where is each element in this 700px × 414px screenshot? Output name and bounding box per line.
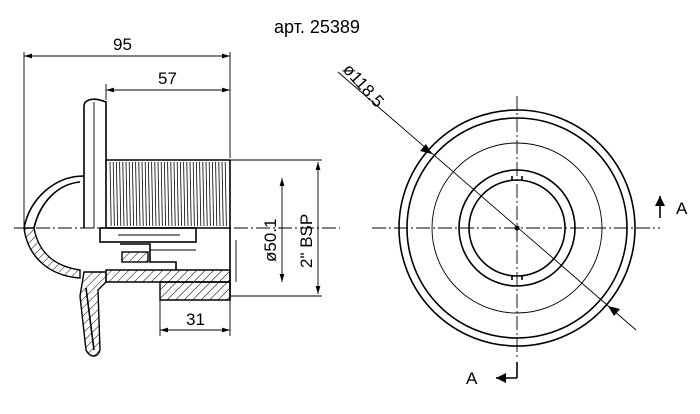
nut-section [159,281,231,301]
body-lower-section [105,269,231,283]
thread-line [170,161,173,227]
thread-line [119,161,122,227]
thread-line [173,161,176,227]
thread-line [138,161,141,227]
inner-clip [120,243,177,270]
thread-line [144,161,147,227]
thread-line [128,161,131,227]
clip-section [121,251,149,263]
thread-lines [109,161,227,227]
thread-line [164,161,166,227]
section-bottom-arrow [496,373,506,383]
dome-cap-section [23,227,81,279]
section-right-arrow [655,196,665,206]
thread-line [122,161,125,227]
dim-95-label: 95 [113,35,132,54]
face-rim-circle [406,117,628,339]
thread-line [125,161,128,227]
dim-face-label: ø118.5 [339,60,388,111]
outer-face-circle [398,109,636,347]
bore-notches [511,176,523,280]
thread-line [154,161,157,227]
thread-line [167,161,170,227]
dim-57-label: 57 [158,69,177,88]
flange-upper [83,98,107,228]
thread-line [160,161,163,227]
dim-face-arrow-upper [420,144,432,154]
bore-outer-circle [458,169,576,287]
face-step-circle [431,142,603,314]
section-marker-right: A [655,196,688,218]
thread-line [116,161,118,227]
thread-line [212,161,214,227]
thread-line [186,161,189,227]
bore-inner-circle [468,179,566,277]
thread-line [109,161,112,227]
thread-line [189,161,192,227]
thread-line [176,161,179,227]
side-dimensions: 95 57 31 ø50.1 2" BSP [23,35,322,336]
thread-line [180,161,182,227]
front-view: ø118.5 [337,60,660,360]
thread-line [215,161,218,227]
thread-line [221,161,224,227]
dim-face-leader [337,71,637,331]
thread-line [151,161,154,227]
thread-line [192,161,195,227]
dome-cap-inner [33,181,81,229]
thread-line [135,161,138,227]
inner-tube [99,227,197,243]
thread-line [132,161,134,227]
thread-line [199,161,202,227]
article-title: арт. 25389 [274,17,360,37]
thread-line [208,161,211,227]
section-marker-bottom: A [466,362,518,388]
thread-line [205,161,208,227]
thread-line [202,161,205,227]
dim-face-arrow-lower [608,306,620,316]
thread-line [157,161,160,227]
thread-line [148,161,150,227]
thread-line [218,161,221,227]
flange-lower-line [85,287,95,351]
section-bottom-label: A [466,369,478,388]
dim-thread-label: 2" BSP [297,214,316,268]
thread-line [196,161,198,227]
side-view [14,98,340,357]
dome-cap-upper [23,175,85,229]
thread-line [183,161,186,227]
center-point [514,225,520,231]
dim-bore-label: ø50.1 [261,219,280,262]
section-right-label: A [676,199,688,218]
thread-line [224,161,227,227]
thread-line [141,161,144,227]
thread-line [112,161,115,227]
dim-31-label: 31 [186,310,205,329]
